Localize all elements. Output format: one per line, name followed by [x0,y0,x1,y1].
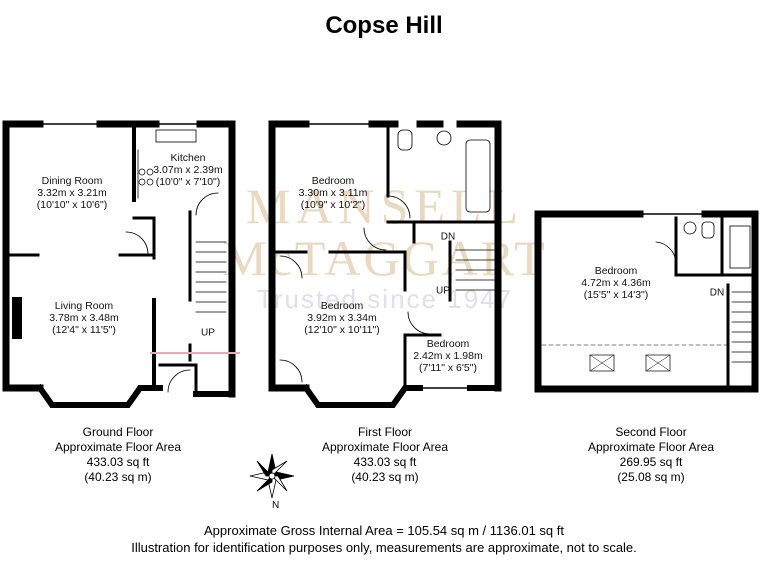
room-size-metric: 2.42m x 1.98m [413,350,483,362]
stair-down-label: DN [440,231,456,243]
room-kitchen: Kitchen 3.07m x 2.39m (10'0" x 7'10") [153,152,222,188]
first-floor-plan [268,120,502,408]
room-size-imperial: (12'10" x 10'11") [304,324,380,336]
floor-area-label: Approximate Floor Area [321,440,449,454]
room-size-metric: 3.92m x 3.34m [307,312,377,324]
room-size-imperial: (7'11" x 6'5") [419,362,477,374]
floor-name: Second Floor [615,425,687,439]
compass-rose-icon [249,453,295,499]
room-bedroom-3: Bedroom 2.42m x 1.98m (7'11" x 6'5") [413,338,482,374]
room-size-metric: 3.30m x 3.11m [298,187,368,199]
stair-up-label: UP [201,327,215,339]
room-dining-room: Dining Room 3.32m x 3.21m (10'10" x 10'6… [37,175,107,211]
room-name: Living Room [54,300,114,312]
room-size-imperial: (12'4" x 11'5") [52,324,116,336]
floor-area-sqft: 433.03 sq ft [86,455,150,469]
room-name: Bedroom [594,265,638,277]
room-living-room: Living Room 3.78m x 3.48m (12'4" x 11'5"… [49,300,118,336]
room-name: Bedroom [311,175,355,187]
room-name: Kitchen [170,152,206,164]
room-size-metric: 3.07m x 2.39m [153,164,223,176]
room-bedroom-2: Bedroom 3.92m x 3.34m (12'10" x 10'11") [304,300,379,336]
compass-north-label: N [272,500,280,511]
room-bedroom-1: Bedroom 3.30m x 3.11m (10'9" x 10'2") [299,175,368,211]
room-size-imperial: (10'9" x 10'2") [300,199,366,211]
floor-area-sqm: (40.23 sq m) [84,470,152,484]
floor-area-sqft: 269.95 sq ft [619,455,683,469]
room-size-metric: 3.78m x 3.48m [49,312,119,324]
stair-down-label: DN [709,287,725,299]
room-name: Bedroom [320,300,364,312]
first-floor-caption: First Floor Approximate Floor Area 433.0… [322,425,448,485]
room-size-metric: 4.72m x 4.36m [581,277,651,289]
floor-area-sqm: (40.23 sq m) [351,470,419,484]
disclaimer: Illustration for identification purposes… [131,540,637,555]
second-floor-caption: Second Floor Approximate Floor Area 269.… [588,425,714,485]
room-size-metric: 3.32m x 3.21m [37,187,107,199]
floor-area-sqft: 433.03 sq ft [353,455,417,469]
floor-area-label: Approximate Floor Area [54,440,182,454]
floor-name: First Floor [358,425,412,439]
footer: Approximate Gross Internal Area = 105.54… [0,522,768,556]
ground-floor-caption: Ground Floor Approximate Floor Area 433.… [55,425,181,485]
stair-up-label: UP [436,285,450,297]
room-size-imperial: (10'0" x 7'10") [155,176,221,188]
floor-area-label: Approximate Floor Area [587,440,715,454]
floor-name: Ground Floor [82,425,154,439]
room-bedroom-loft: Bedroom 4.72m x 4.36m (15'5" x 14'3") [581,265,650,301]
floor-area-sqm: (25.08 sq m) [617,470,685,484]
gross-internal-area: Approximate Gross Internal Area = 105.54… [204,523,564,538]
page-title: Copse Hill [325,12,443,39]
room-size-imperial: (15'5" x 14'3") [583,289,649,301]
ground-floor-plan [2,120,236,408]
second-floor-plan [534,210,759,393]
room-name: Dining Room [41,175,103,187]
room-size-imperial: (10'10" x 10'6") [36,199,108,211]
room-name: Bedroom [426,338,470,350]
